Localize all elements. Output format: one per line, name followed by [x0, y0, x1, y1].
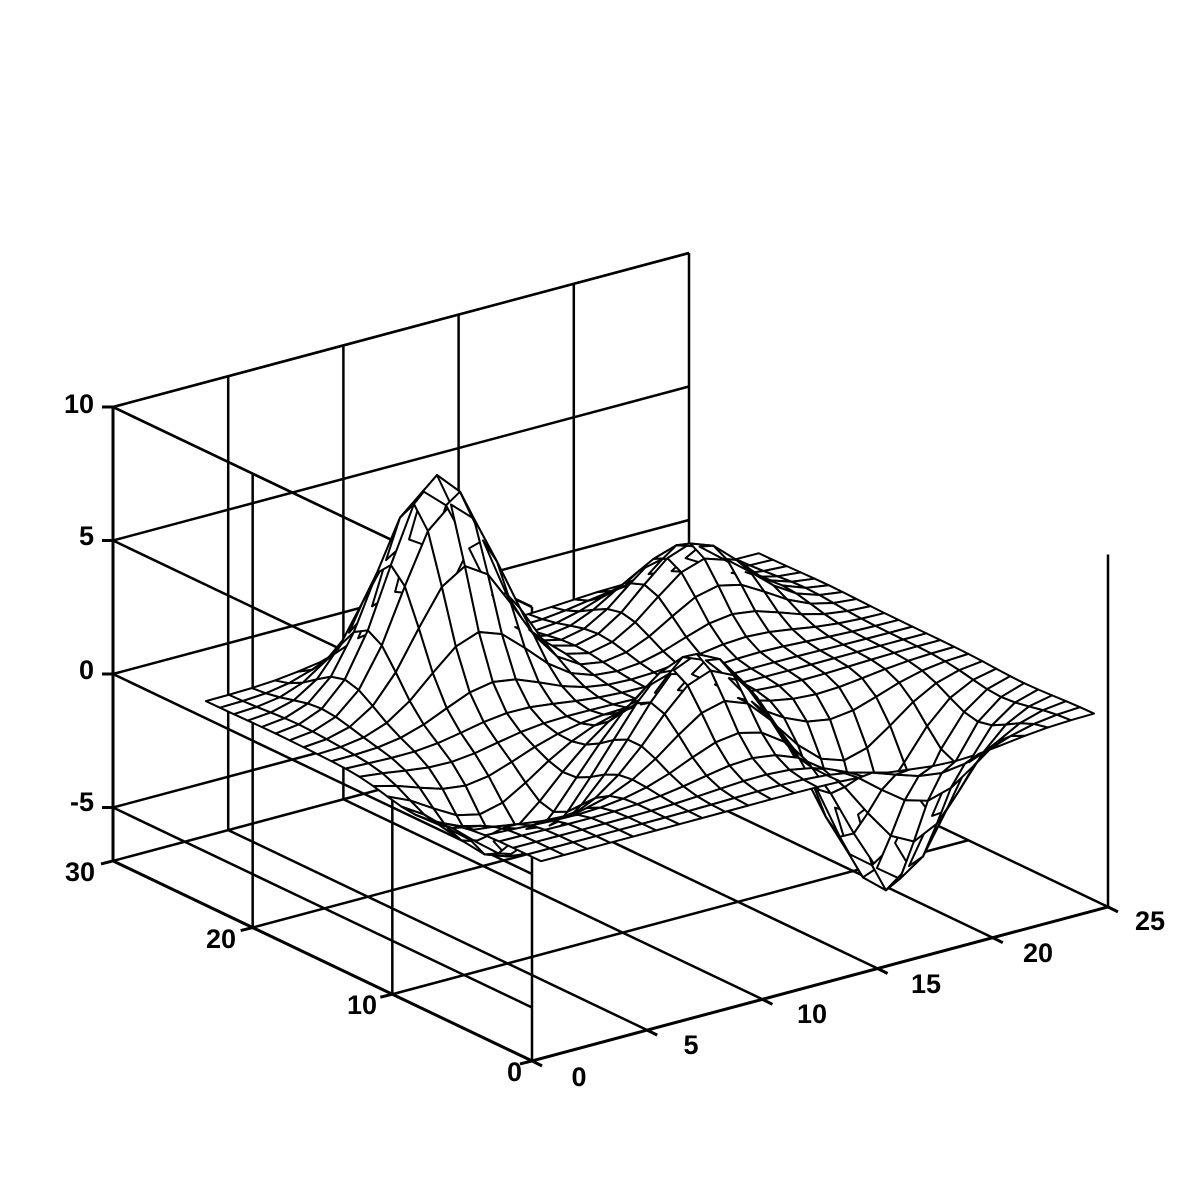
x-tick-label-15: 15 [911, 969, 941, 999]
z-tick-label-10: 10 [64, 389, 94, 419]
z-axis-ticks: 10 5 0 -5 [64, 389, 94, 817]
y-tick-label-30: 30 [65, 857, 95, 887]
x-tick-label-20: 20 [1023, 938, 1053, 968]
z-tick-label-5: 5 [79, 521, 94, 551]
surface-mesh [204, 474, 1096, 892]
x-tick-mark [992, 936, 1004, 945]
axis-lines [111, 407, 1110, 1063]
x-axis-ticks: 0 5 10 15 20 25 [571, 906, 1165, 1092]
x-tick-mark [1107, 905, 1119, 914]
x-tick-mark [761, 997, 774, 1006]
back-wall-horizontal-gridline [112, 806, 533, 1009]
z-tick-label-0: 0 [79, 655, 94, 685]
x-tick-label-5: 5 [683, 1030, 698, 1060]
tick-marks [100, 405, 1119, 1068]
x-tick-label-25: 25 [1135, 906, 1165, 936]
y-tick-mark [519, 1059, 533, 1066]
floor-gridline-x [227, 828, 648, 1032]
surface-face [1056, 706, 1096, 722]
z-tick-label-neg5: -5 [70, 787, 94, 817]
x-tick-mark [646, 1028, 658, 1037]
x-tick-mark [531, 1059, 543, 1068]
right-wall-horizontal-gridline [112, 251, 690, 409]
right-wall-horizontal-gridline [112, 385, 690, 542]
x-tick-label-10: 10 [797, 999, 827, 1029]
y-tick-label-20: 20 [206, 924, 236, 954]
x-tick-mark [876, 967, 889, 975]
y-axis-line [112, 859, 533, 1063]
y-axis-ticks: 30 20 10 0 [65, 857, 522, 1087]
x-tick-label-0: 0 [571, 1062, 586, 1092]
floor-gridline-x [342, 798, 763, 1001]
y-tick-label-0: 0 [507, 1057, 522, 1087]
y-tick-mark [240, 926, 254, 933]
y-tick-mark [379, 992, 393, 999]
x-axis-line [531, 905, 1109, 1063]
y-tick-label-10: 10 [347, 990, 377, 1020]
y-tick-mark [100, 859, 114, 866]
